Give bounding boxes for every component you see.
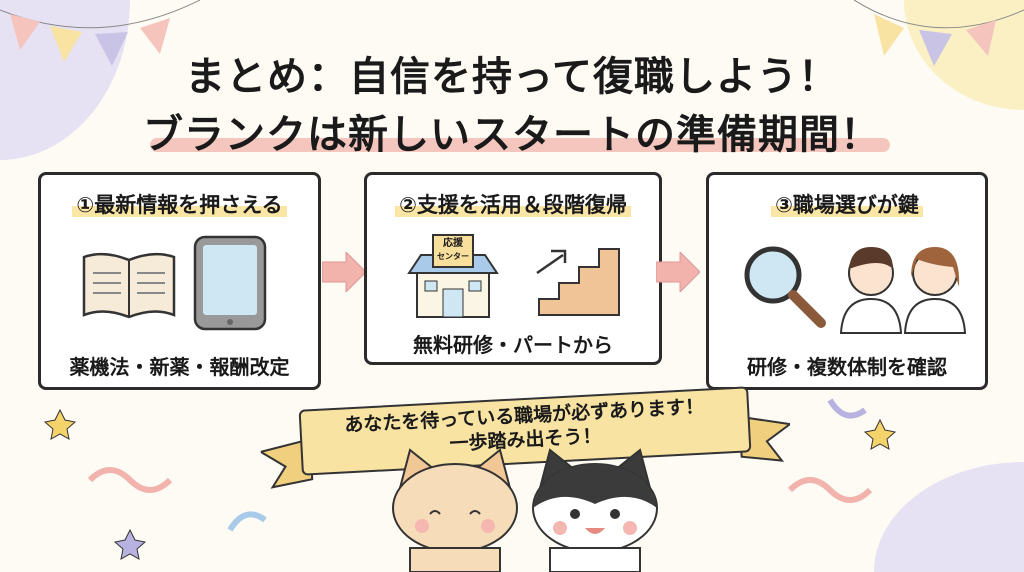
step-heading: ①最新情報を押さえる	[41, 189, 318, 219]
step-panel-3: ③職場選びが鍵 研修・複数体制を確認	[706, 172, 988, 390]
step-caption: 薬機法・新薬・報酬改定	[69, 355, 290, 379]
arrow-right-icon	[322, 252, 366, 292]
step-heading: ②支援を活用＆段階復帰	[367, 189, 659, 219]
cat-illustration-tuxedo	[532, 448, 658, 572]
arrow-right-icon	[656, 252, 700, 292]
step-heading: ③職場選びが鍵	[709, 189, 985, 219]
step-heading-text: ②支援を活用＆段階復帰	[395, 193, 631, 217]
pharmacist-icon	[839, 247, 967, 334]
title-line-2: ブランクは新しいスタートの準備期間！	[143, 112, 881, 158]
step-heading-text: ①最新情報を押さえる	[72, 193, 287, 217]
sign-line-1: 応援	[443, 238, 463, 249]
step-heading-text: ③職場選びが鍵	[771, 193, 923, 217]
stairs-icon	[536, 248, 620, 316]
cat-illustration-tabby	[392, 448, 518, 572]
step-panel-1: ①最新情報を押さえる 薬機法・新薬・報酬改定	[38, 172, 321, 390]
encouragement-banner: あなたを待っている職場が必ずあります！一歩踏み出そう！	[260, 386, 793, 489]
bunting-left	[0, 0, 200, 66]
confetti-decoration	[43, 398, 897, 560]
title-underline	[150, 138, 890, 152]
tablet-icon	[193, 235, 267, 331]
sign-line-2: センター	[437, 252, 469, 261]
book-icon	[82, 252, 176, 319]
step-caption: 研修・複数体制を確認	[747, 355, 947, 379]
step-caption: 無料研修・パートから	[413, 333, 613, 357]
building-icon: 応援センター	[405, 233, 501, 319]
bunting-right	[854, 0, 1024, 66]
title-line-1: まとめ：自信を持って復職しよう！	[185, 54, 839, 100]
step-panel-2: ②支援を活用＆段階復帰 応援センター 無料研修・パートから	[364, 172, 662, 365]
magnifier-icon	[744, 246, 826, 328]
sign-text: 応援センター	[433, 237, 473, 263]
